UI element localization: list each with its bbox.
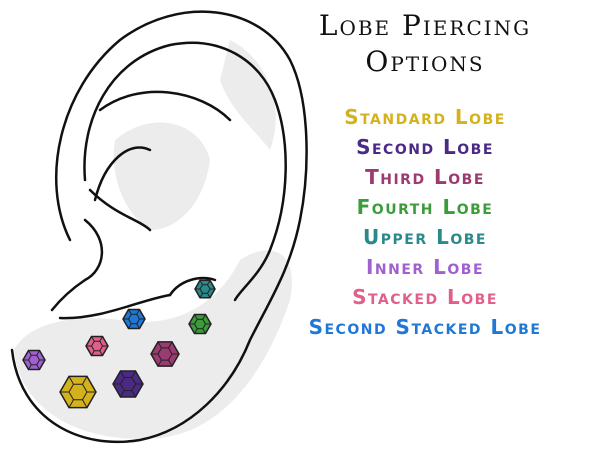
gem-standard-lobe	[59, 375, 97, 409]
option-second-lobe: Second Lobe	[356, 135, 494, 159]
gem-upper-lobe	[194, 279, 216, 299]
option-stacked-lobe: Stacked Lobe	[352, 285, 498, 309]
gem-studs	[22, 279, 216, 409]
option-inner-lobe: Inner Lobe	[365, 255, 485, 279]
option-second-stacked-lobe: Second Stacked Lobe	[308, 315, 542, 339]
gem-third-lobe	[150, 341, 180, 367]
ear-outline	[10, 10, 308, 444]
option-upper-lobe: Upper Lobe	[363, 225, 487, 249]
gem-inner-lobe	[22, 349, 46, 371]
option-third-lobe: Third Lobe	[365, 165, 485, 189]
gem-stacked-lobe	[85, 335, 109, 357]
option-fourth-lobe: Fourth Lobe	[356, 195, 494, 219]
gem-second-lobe	[112, 370, 144, 398]
ear-shading	[14, 40, 292, 439]
gem-second-stacked-lobe	[122, 308, 146, 330]
gem-fourth-lobe	[188, 313, 212, 335]
title-line-1: Lobe Piercing	[318, 9, 532, 42]
option-standard-lobe: Standard Lobe	[344, 105, 506, 129]
title-line-2: Options	[365, 45, 485, 78]
